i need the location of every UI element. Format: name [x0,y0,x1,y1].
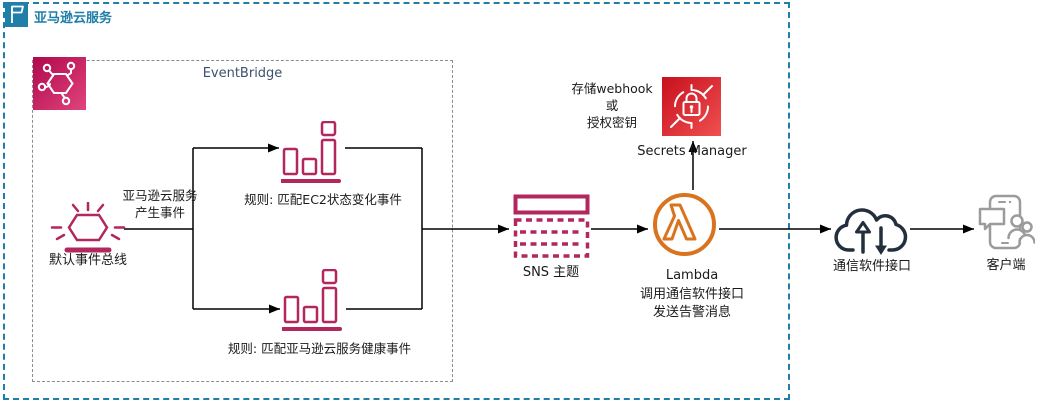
secrets-manager-icon [662,77,721,136]
mobile-client-icon [977,194,1036,256]
aws-cloud-flag-icon [5,2,28,27]
eventbridge-icon [33,57,86,110]
secrets-manager-note: 存储webhook 或 授权密钥 [560,80,664,131]
lambda-description-line2: 发送告警消息 [652,305,731,320]
eventbridge-group [32,60,453,382]
secrets-note-line3: 授权密钥 [586,115,637,130]
sns-topic-label: SNS 主题 [522,265,580,280]
event-bus-icon [50,201,126,256]
rule-health-icon [281,268,344,335]
client-label: 客户端 [986,258,1026,273]
lambda-label: Lambda [665,268,719,283]
rule-ec2-label: 规则: 匹配EC2状态变化事件 [244,192,402,207]
eventbridge-group-title: EventBridge [202,66,283,81]
bus-edge-label-line1: 亚马逊云服务 [122,188,198,203]
lambda-icon [651,191,718,258]
lambda-description-line1: 调用通信软件接口 [639,287,744,302]
rule-ec2-icon [280,120,343,187]
sns-topic-icon [513,194,590,260]
secrets-manager-label: Secrets Manager [637,144,747,159]
lambda-description: 调用通信软件接口 发送告警消息 [602,286,782,322]
event-bus-label: 默认事件总线 [48,253,127,268]
secrets-note-line1: 存储webhook [571,81,653,96]
bus-edge-label: 亚马逊云服务 产生事件 [105,187,215,221]
cloud-transfer-icon [834,199,909,259]
aws-cloud-group [3,2,790,400]
rule-health-label: 规则: 匹配亚马逊云服务健康事件 [227,341,412,356]
messaging-api-label: 通信软件接口 [832,259,911,274]
secrets-note-line2: 或 [605,98,619,113]
bus-edge-label-line2: 产生事件 [134,205,185,220]
aws-group-label: 亚马逊云服务 [34,11,113,26]
